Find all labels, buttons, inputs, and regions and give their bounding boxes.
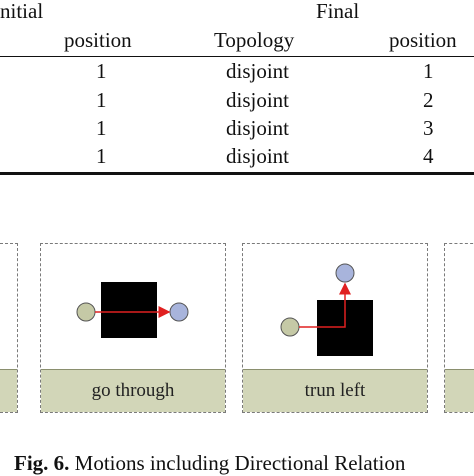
figure-label: Fig. 6. (14, 451, 70, 475)
start-position-circle (76, 302, 96, 322)
start-position-circle (280, 317, 300, 337)
cell-initial: 1 (96, 59, 107, 83)
header-final: Final (316, 0, 360, 23)
panel-trun-left: trun left (242, 243, 428, 413)
cell-final: 1 (423, 59, 434, 83)
panel-label-bar (445, 369, 474, 412)
trun-left-diagram (280, 263, 373, 356)
header-rule (0, 56, 474, 57)
panel-label-bar (0, 369, 17, 412)
cell-topology: disjoint (226, 88, 290, 112)
cell-final: 3 (423, 116, 434, 140)
panel-go-through: go through (40, 243, 226, 413)
header-position-initial: position (64, 28, 132, 52)
go-through-diagram (76, 282, 189, 338)
header-initial: nitial (0, 0, 44, 23)
panel-partial-left (0, 243, 18, 413)
cell-topology: disjoint (226, 144, 290, 168)
table-bottom-rule (0, 172, 474, 175)
end-position-circle (335, 263, 355, 283)
cell-initial: 1 (96, 116, 107, 140)
panel-label: trun left (243, 369, 427, 412)
figure-caption: Fig. 6. Motions including Directional Re… (14, 451, 405, 476)
cell-initial: 1 (96, 88, 107, 112)
caption-text: Motions including Directional Relation (74, 451, 406, 475)
panel-label: go through (41, 369, 225, 412)
motion-arrow (299, 282, 351, 328)
end-position-circle (169, 302, 189, 322)
header-position-final: position (389, 28, 457, 52)
cell-final: 2 (423, 88, 434, 112)
object-square (101, 282, 157, 338)
panel-partial-right (444, 243, 474, 413)
cell-topology: disjoint (226, 59, 290, 83)
cell-final: 4 (423, 144, 434, 168)
cell-initial: 1 (96, 144, 107, 168)
header-topology: Topology (214, 28, 295, 52)
cell-topology: disjoint (226, 116, 290, 140)
